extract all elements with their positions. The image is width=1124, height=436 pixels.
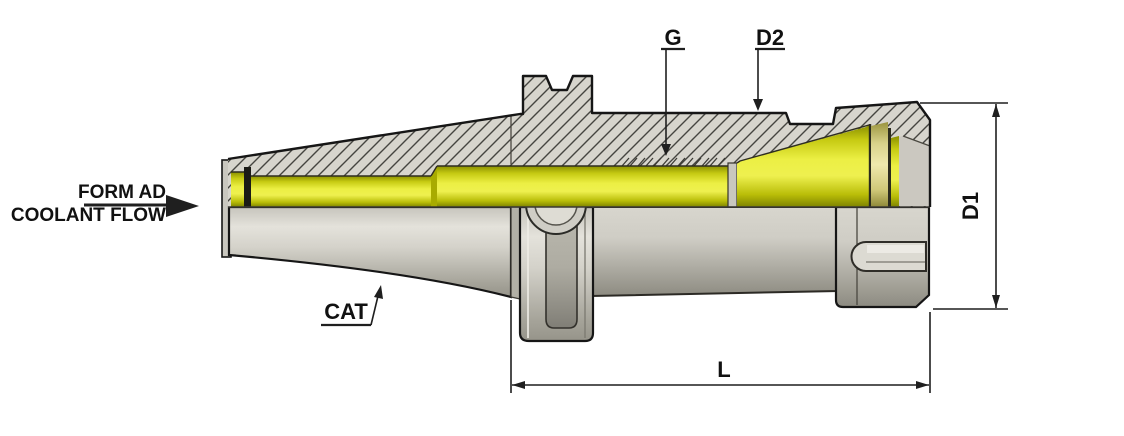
- collet-ring-pale: [871, 122, 888, 207]
- dimension-d1: D1: [920, 102, 1008, 310]
- thread-marks: [621, 157, 726, 167]
- coolant-label-line2: COOLANT FLOW: [11, 205, 166, 226]
- l-arrow-left: [512, 381, 525, 389]
- flange-ball-track-inner: [534, 203, 578, 226]
- d1-label: D1: [958, 192, 983, 220]
- dimension-d2: D2: [753, 25, 785, 111]
- nut-inner-edge: [902, 135, 931, 147]
- bore-band-small: [251, 176, 431, 207]
- cat-arrowhead: [374, 285, 383, 299]
- gauge-relief-band: [510, 206, 521, 300]
- body-cylinder: [591, 206, 839, 298]
- coolant-arrowhead: [166, 195, 199, 217]
- bore-step-face: [431, 166, 437, 207]
- flange-v-groove: [545, 206, 578, 329]
- g-arrowhead: [661, 144, 671, 156]
- bore-pilot-band: [231, 172, 244, 207]
- bore-edges: [231, 124, 870, 177]
- section-upper-half: [227, 74, 932, 208]
- d1-arrow-top: [992, 104, 1000, 117]
- d2-arrowhead: [753, 99, 763, 111]
- bore-band-large: [437, 166, 728, 207]
- bore-groove: [244, 167, 251, 207]
- collet-slit: [888, 128, 891, 207]
- dimension-l: L: [510, 300, 931, 393]
- dimension-g: G: [661, 25, 685, 156]
- d1-arrow-bottom: [992, 295, 1000, 308]
- bore-divider: [727, 162, 738, 208]
- coolant-label-line1: FORM AD: [78, 182, 166, 203]
- l-arrow-right: [916, 381, 929, 389]
- l-label: L: [717, 357, 730, 382]
- taper-shank-exterior: [227, 205, 513, 299]
- taper-callout: CAT: [321, 285, 383, 327]
- nut-inner-face: [899, 136, 930, 206]
- cat-label: CAT: [324, 299, 368, 324]
- collet-cone: [737, 125, 869, 207]
- g-label: G: [664, 25, 681, 50]
- wrench-slot-highlight: [867, 245, 924, 253]
- exterior-lower-half: [221, 159, 931, 343]
- section-outline: [227, 74, 932, 207]
- coolant-flow-annotation: FORM AD COOLANT FLOW: [11, 182, 199, 226]
- d2-label: D2: [756, 25, 784, 50]
- collet-ring-rear: [891, 136, 899, 207]
